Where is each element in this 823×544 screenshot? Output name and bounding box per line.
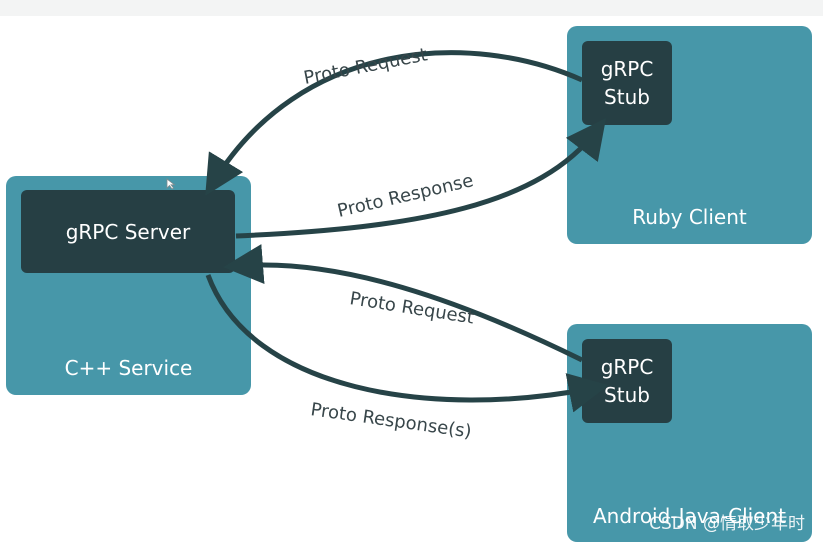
ruby-response-arrow [235, 118, 607, 239]
ruby-client-panel: gRPC Stub Ruby Client [567, 26, 812, 244]
mouse-cursor-icon [166, 178, 176, 190]
android-request-arrow [223, 244, 584, 363]
android-stub-label-line1: gRPC [600, 355, 654, 379]
ruby-grpc-stub-box: gRPC Stub [582, 41, 672, 125]
android-request-label: Proto Request [348, 288, 475, 328]
top-strip [0, 0, 823, 16]
ruby-request-label: Proto Request [302, 44, 429, 89]
csdn-watermark: CSDN @情取少年时 [649, 514, 805, 534]
grpc-server-box: gRPC Server [21, 190, 235, 273]
ruby-stub-label-line2: Stub [604, 85, 650, 109]
ruby-client-label: Ruby Client [632, 205, 747, 229]
android-response-label: Proto Response(s) [309, 399, 473, 442]
ruby-request-arrow [205, 50, 584, 196]
cpp-service-label: C++ Service [64, 356, 193, 380]
android-java-client-label: Android-Java-Client [592, 504, 787, 528]
android-response-arrow [205, 274, 609, 413]
ruby-response-label: Proto Response [335, 170, 475, 222]
android-stub-label-line2: Stub [604, 383, 650, 407]
ruby-stub-label-line1: gRPC [600, 57, 654, 81]
grpc-server-label: gRPC Server [65, 219, 191, 244]
android-java-client-panel: gRPC Stub Android-Java-Client [567, 324, 812, 542]
